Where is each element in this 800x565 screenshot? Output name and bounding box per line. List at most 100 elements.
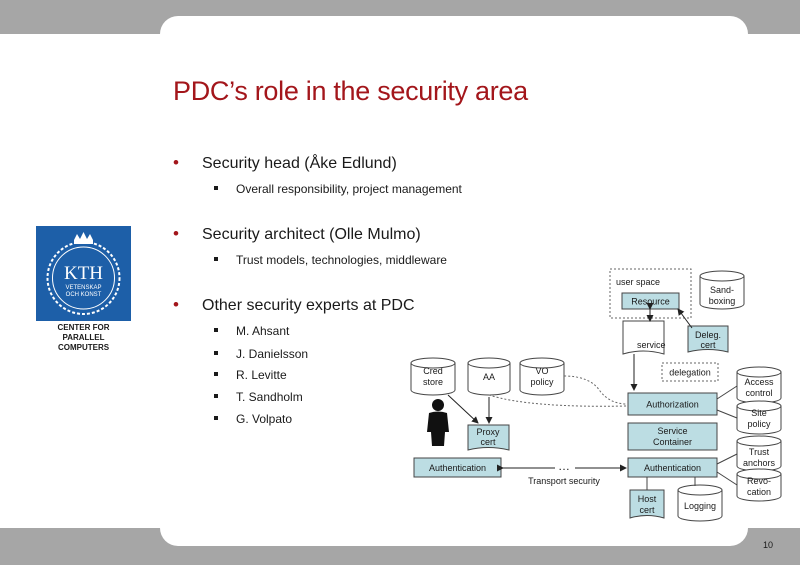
authz-access-link [716,385,738,400]
bullet-dot-icon: • [173,153,179,172]
sub-bullet: T. Sandholm [214,390,303,404]
sub-bullet-square-icon [214,328,218,332]
delegation-box [661,362,719,382]
sub-bullet-label: M. Ahsant [236,324,290,338]
vo-policy-store [519,357,565,396]
sub-bullet: M. Ahsant [214,324,290,338]
bullet-label: Other security experts at PDC [202,297,415,314]
bullet-security-architect: • Security architect (Olle Mulmo) [173,224,421,244]
authn-revocation-link [716,471,738,486]
deleg-cert-label-1: Deleg. [695,330,721,340]
sub-bullet-label: Trust models, technologies, middleware [236,253,447,267]
host-cert-document [629,489,665,519]
aa-label: AA [483,372,495,382]
logo-caption: CENTER FOR PARALLEL COMPUTERS [36,323,131,353]
bullet-dot-icon: • [173,224,179,243]
sub-bullet-square-icon [214,351,218,355]
service-document [622,320,665,355]
authorization-label: Authorization [646,400,699,410]
site-policy-store [736,400,782,435]
sub-bullet-square-icon [214,416,218,420]
service-container-label-2: Container [653,437,692,447]
vo-authz-link [563,375,628,405]
service-container-label-1: Service [657,426,687,436]
kth-logo-text: KTH [64,263,103,284]
kth-logo-sub2: OCH KONST [66,292,102,298]
service-container-box [627,422,718,451]
kth-logo: KTH VETENSKAP OCH KONST [36,226,131,321]
authorization-box [627,392,718,416]
host-cert-label-1: Host [638,494,657,504]
sandboxing-store [699,270,745,310]
access-control-label-1: Access [744,377,774,387]
authz-site-link [716,409,738,419]
revocation-store [736,468,782,502]
aa-authz-link [488,394,628,407]
sub-bullet: G. Volpato [214,412,293,426]
bullet-other-experts: • Other security experts at PDC [173,295,415,315]
security-architecture-diagram: user space Resource Sand- boxing service… [410,268,782,522]
sandboxing-label-1: Sand- [710,285,734,295]
sub-bullet-label: Overall responsibility, project manageme… [236,182,462,196]
transport-dots: … [558,459,570,473]
bullet-security-head: • Security head (Åke Edlund) [173,153,397,173]
sub-bullet-square-icon [214,372,218,376]
vo-policy-label-2: policy [530,377,554,387]
cred-store [410,357,456,396]
proxy-cert-label-1: Proxy [476,427,500,437]
access-control-store [736,366,782,404]
authentication-left-label: Authentication [429,463,486,473]
vo-policy-label-1: VO [535,366,548,376]
user-space-label: user space [616,277,660,287]
bullet-dot-icon: • [173,295,179,314]
sub-bullet-square-icon [214,257,218,261]
bullet-label: Security architect (Olle Mulmo) [202,226,421,243]
sub-bullet-label: T. Sandholm [236,390,303,404]
trust-anchors-label-2: anchors [743,458,776,468]
authn-trust-link [716,453,738,465]
cred-store-label-1: Cred [423,366,443,376]
proxy-cert-label-2: cert [480,437,496,447]
access-control-label-2: control [745,388,772,398]
logging-label: Logging [684,501,716,511]
logo-caption-line: CENTER FOR [57,323,110,332]
delegation-label: delegation [669,368,711,378]
authentication-right-label: Authentication [644,463,701,473]
trust-anchors-label-1: Trust [749,447,770,457]
cred-store-label-2: store [423,377,443,387]
sandboxing-label-2: boxing [709,296,736,306]
site-policy-label-1: Site [751,408,767,418]
page-number: 10 [763,540,774,550]
kth-crest-icon: KTH VETENSKAP OCH KONST [46,232,121,315]
logo-caption-line: PARALLEL [62,333,105,342]
sub-bullet: J. Danielsson [214,347,309,361]
sub-bullet-label: J. Danielsson [236,347,309,361]
host-cert-label-2: cert [639,505,655,515]
revocation-label-1: Revo- [747,476,771,486]
resource-label: Resource [631,297,670,307]
bullet-label: Security head (Åke Edlund) [202,155,397,172]
sub-bullet-label: R. Levitte [236,368,287,382]
logging-store [677,484,723,522]
sub-bullet-square-icon [214,186,218,190]
sub-bullet-label: G. Volpato [236,412,293,426]
deleg-cert-document [687,325,729,353]
sub-bullet: Trust models, technologies, middleware [214,253,447,267]
cred-proxy-arrow [447,394,479,424]
kth-logo-sub1: VETENSKAP [65,285,101,291]
authentication-right-box [627,457,718,478]
deleg-cert-label-2: cert [700,340,716,350]
revocation-label-2: cation [747,487,771,497]
sub-bullet: Overall responsibility, project manageme… [214,182,462,196]
sub-bullet: R. Levitte [214,368,287,382]
transport-security-label: Transport security [528,476,600,486]
proxy-cert-document [467,424,510,451]
deleg-resource-arrow [677,308,693,329]
logo-caption-line: COMPUTERS [57,343,110,352]
service-label: service [637,340,666,350]
sub-bullet-square-icon [214,394,218,398]
user-figure-icon [427,399,449,446]
slide-title: PDC’s role in the security area [173,76,528,106]
site-policy-label-2: policy [747,419,771,429]
aa-store [467,357,511,396]
